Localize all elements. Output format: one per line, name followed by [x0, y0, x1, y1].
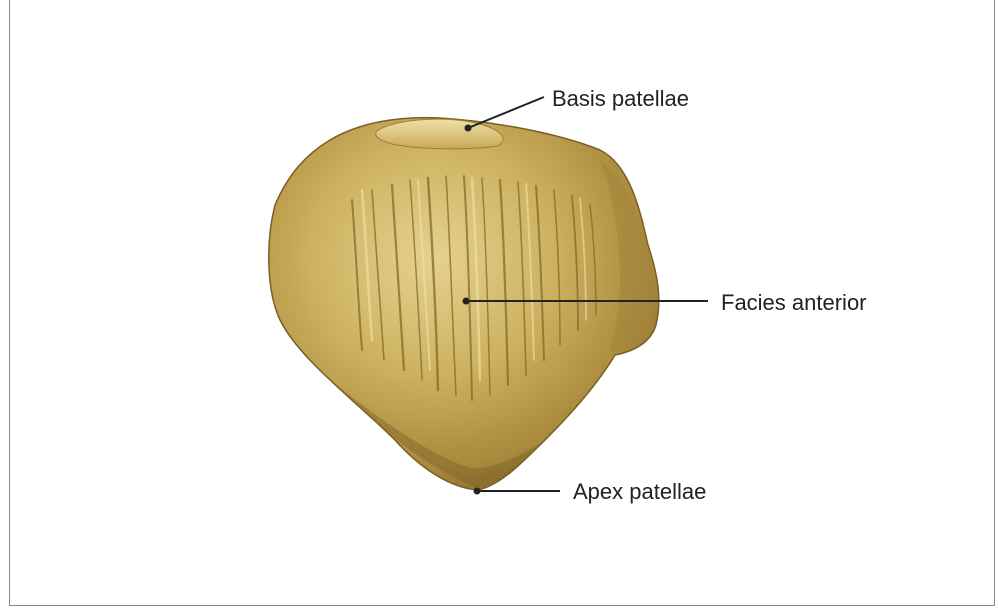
patella-bone [269, 118, 659, 490]
label-basis-patellae: Basis patellae [552, 88, 689, 110]
label-facies-anterior: Facies anterior [721, 292, 867, 314]
label-apex-patellae: Apex patellae [573, 481, 706, 503]
leader-dot-facies [464, 299, 469, 304]
leader-dot-apex [475, 489, 480, 494]
leader-dot-basis [466, 126, 471, 131]
leader-line-basis [468, 97, 544, 128]
